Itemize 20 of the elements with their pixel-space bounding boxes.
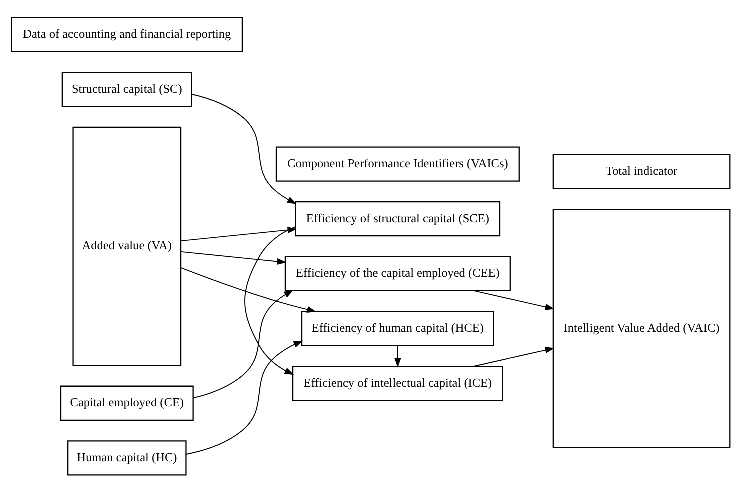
node-box: Capital employed (CE) <box>60 385 194 420</box>
arrow <box>474 290 555 310</box>
node-box: Efficiency of intellectual capital (ICE) <box>292 365 504 401</box>
arrow <box>192 94 297 204</box>
node-box: Intelligent Value Added (VAIC) <box>552 208 731 448</box>
arrow <box>193 290 294 398</box>
arrow <box>180 250 287 264</box>
arrow <box>394 344 402 368</box>
node-box: Efficiency of human capital (HCE) <box>301 310 494 346</box>
node-box: Efficiency of structural capital (SCE) <box>295 201 501 236</box>
node-box: Component Performance Identifiers (VAICs) <box>276 146 520 182</box>
node-box: Added value (VA) <box>72 126 182 366</box>
arrow <box>186 340 304 454</box>
arrow <box>474 346 555 366</box>
arrow <box>180 267 317 312</box>
node-box: Data of accounting and financial reporting <box>11 16 244 52</box>
node-box: Total indicator <box>552 154 731 189</box>
node-box: Structural capital (SC) <box>62 72 192 107</box>
node-box: Efficiency of the capital employed (CEE) <box>284 256 511 291</box>
node-box: Human capital (HC) <box>68 440 187 476</box>
